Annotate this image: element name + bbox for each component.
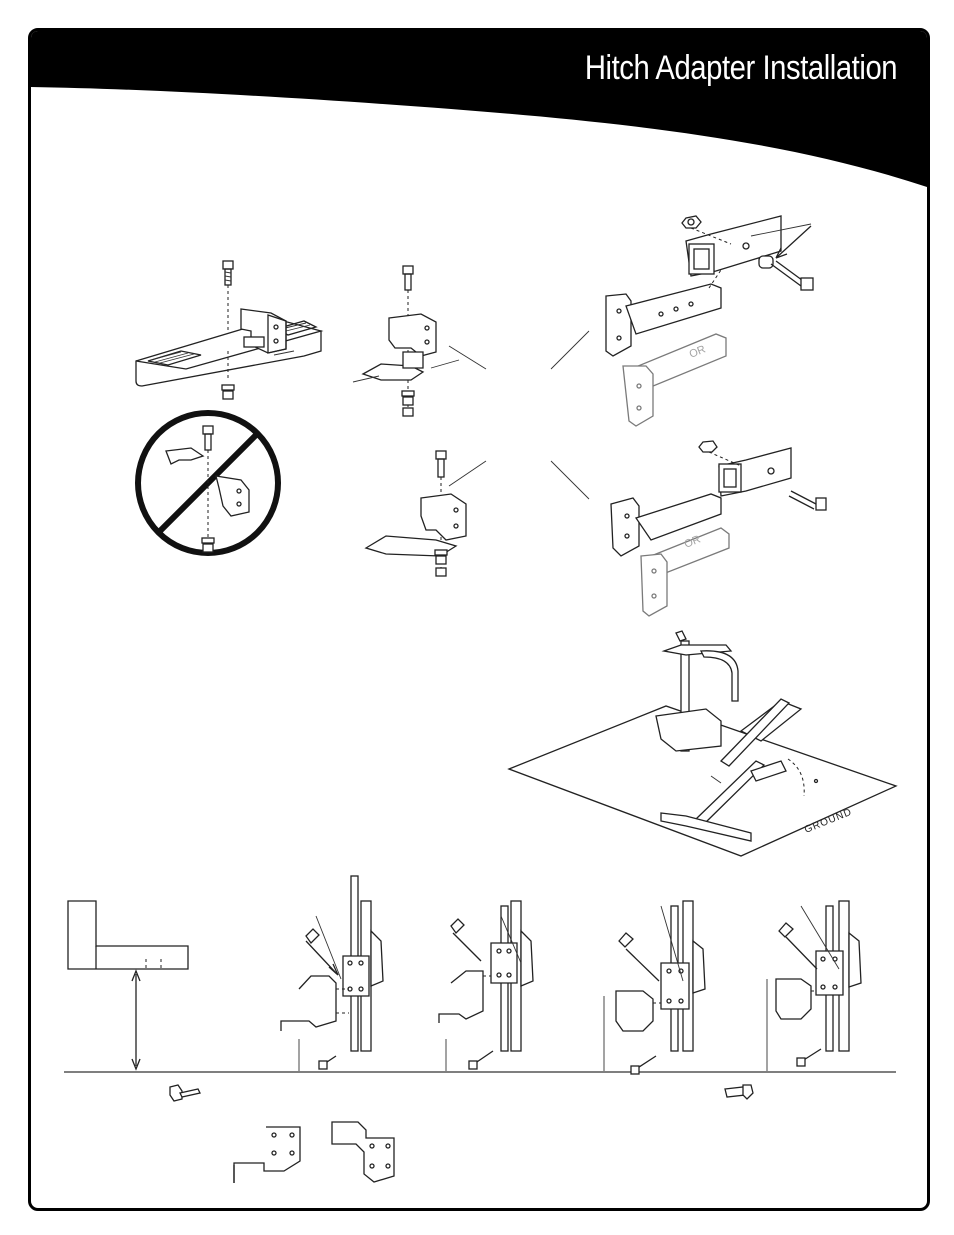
small-bracket-left: [166, 1081, 206, 1106]
hitch-height-diagram: [61, 891, 191, 1081]
adapter-position-2: [411, 871, 566, 1081]
jack-on-ground-diagram: GROUND: [506, 611, 901, 861]
bolt-icon: [223, 261, 233, 285]
prohibited-mount-diagram: [131, 406, 286, 561]
adapter-position-3: [571, 871, 741, 1081]
step-bumper-diagram: [126, 251, 326, 401]
page-frame: Hitch Adapter Installation: [28, 28, 930, 1211]
page-title: Hitch Adapter Installation: [585, 49, 897, 88]
adapter-position-1: [261, 871, 416, 1081]
receiver-tube-lower: OR: [591, 436, 841, 626]
small-bracket-right: [721, 1081, 761, 1106]
adapter-position-4: [731, 871, 901, 1081]
ground-label: GROUND: [803, 807, 854, 836]
receiver-tube-upper: OR: [581, 206, 841, 436]
adapter-plate-b: [326, 1116, 416, 1191]
adapter-plate-a: [226, 1121, 311, 1191]
